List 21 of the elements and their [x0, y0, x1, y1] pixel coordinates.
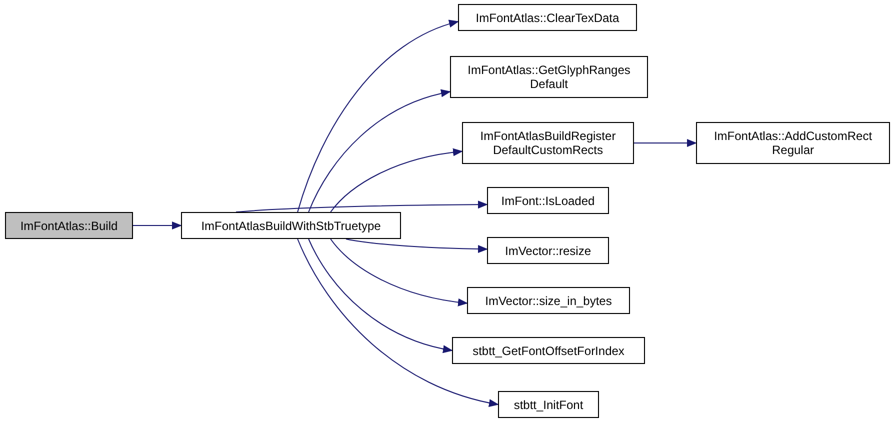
function-box: ImFontAtlas::GetGlyphRanges Default	[450, 56, 648, 98]
arrow	[308, 238, 453, 353]
arrow	[346, 238, 488, 253]
function-box: ImVector::resize	[487, 237, 609, 264]
arrow	[634, 139, 697, 147]
arrow	[330, 238, 468, 306]
arrow	[308, 90, 451, 212]
function-box: ImFontAtlas::AddCustomRect Regular	[696, 122, 890, 164]
arrow	[132, 222, 182, 230]
function-box: ImFont::IsLoaded	[487, 187, 609, 214]
function-box: stbtt_InitFont	[498, 391, 599, 418]
arrow	[297, 20, 459, 212]
function-box: stbtt_GetFontOffsetForIndex	[452, 337, 645, 364]
function-box: ImFontAtlas::ClearTexData	[458, 4, 637, 31]
function-box: ImFontAtlasBuildWithStbTruetype	[181, 212, 401, 239]
arrow	[236, 200, 488, 212]
function-box: ImFontAtlasBuildRegister DefaultCustomRects	[462, 122, 634, 164]
arrow	[330, 148, 463, 212]
function-box: ImFontAtlas::Build	[5, 212, 133, 239]
arrow	[297, 238, 499, 406]
function-box: ImVector::size_in_bytes	[467, 287, 630, 314]
